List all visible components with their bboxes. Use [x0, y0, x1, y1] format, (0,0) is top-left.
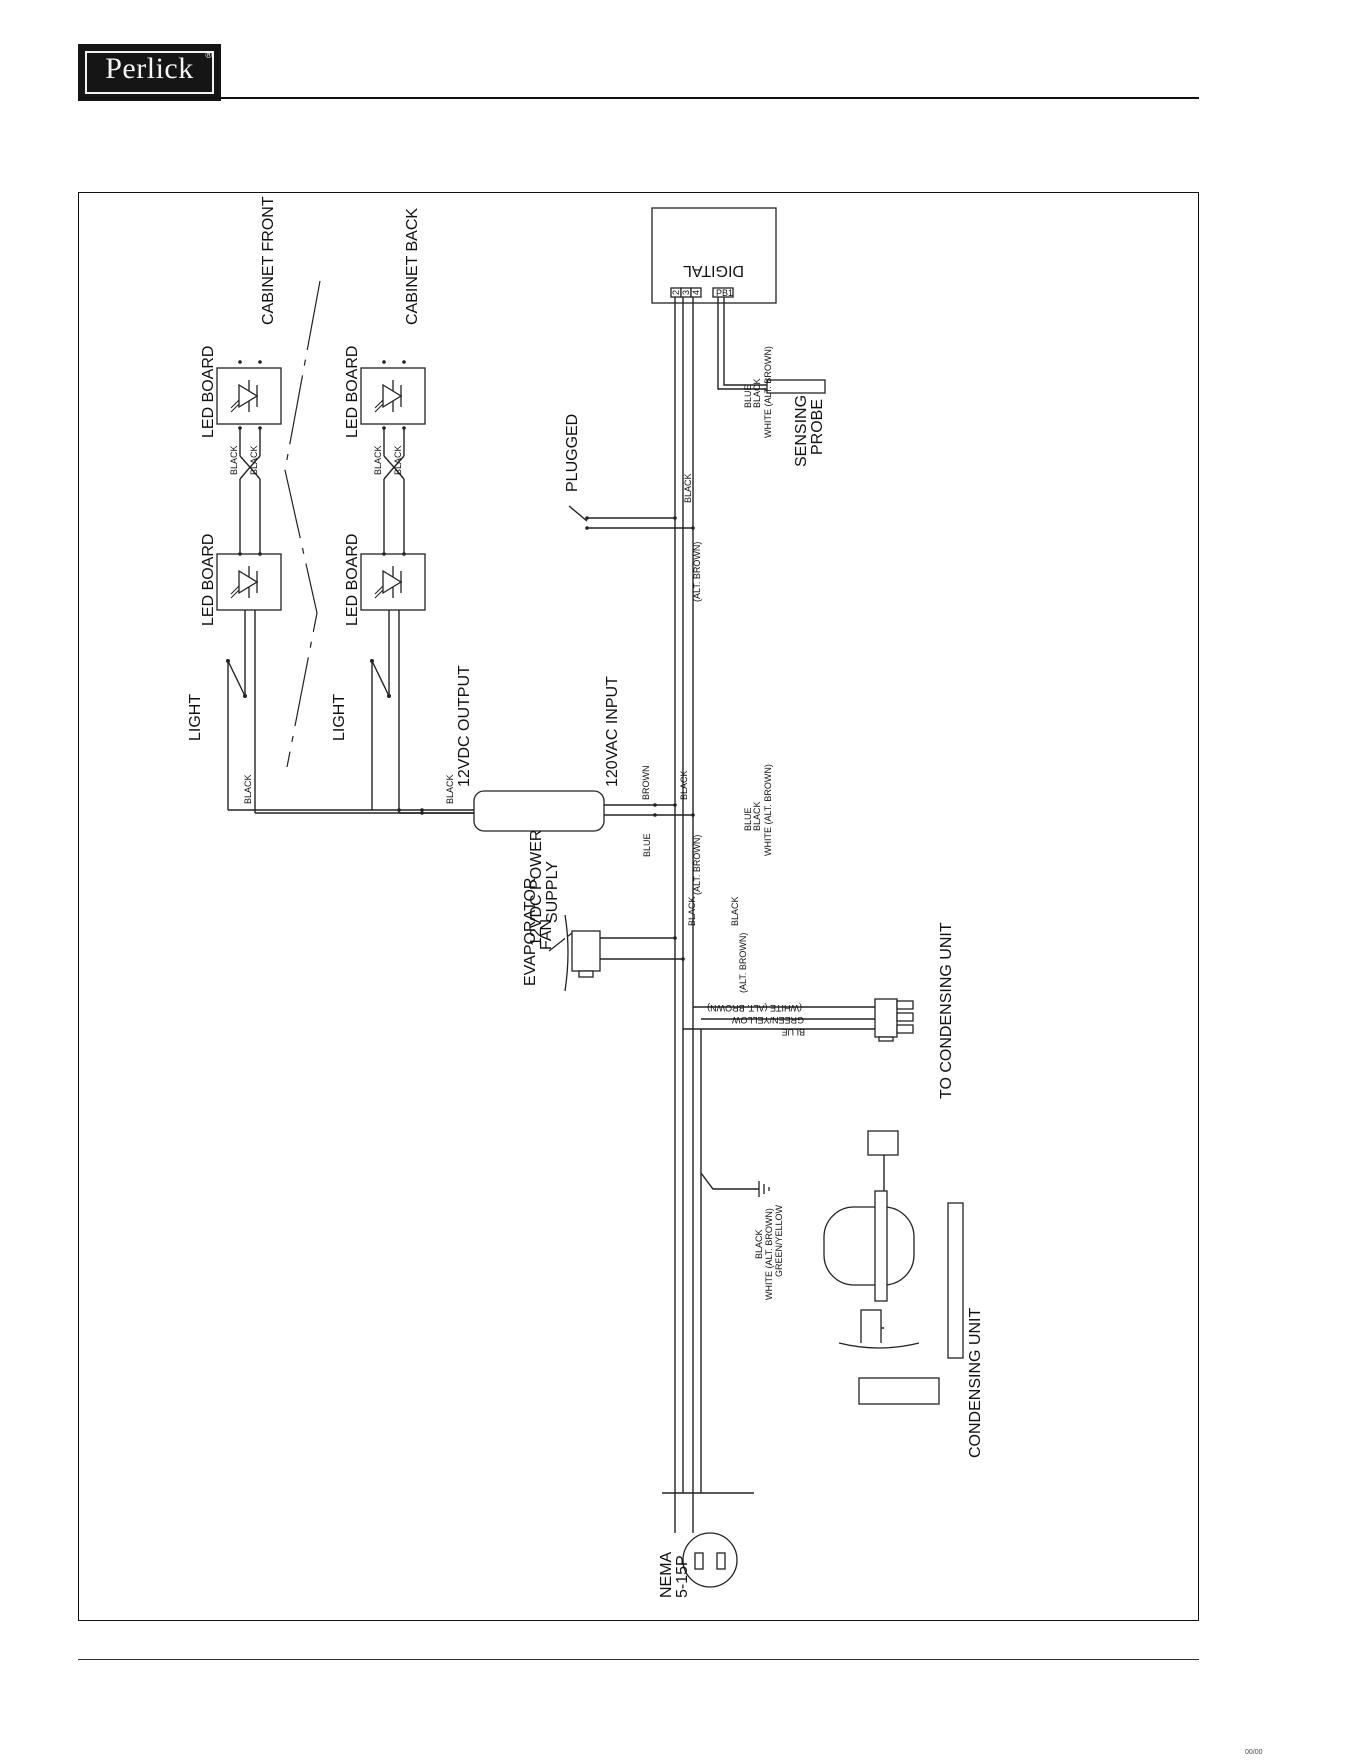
wire-label-alt-brown-ac-in: (ALT. BROWN) — [692, 835, 702, 895]
label-terminal-4: 4 — [691, 290, 701, 295]
label-terminal-3: 3 — [681, 290, 691, 295]
label-terminal-2: 2 — [671, 290, 681, 295]
page-reference: 00/00 — [1245, 1749, 1263, 1756]
led-interconnect-wires — [238, 360, 406, 556]
wire-label-black-fan-2: BLACK — [730, 896, 740, 926]
label-nema-type: 5-15P — [674, 1555, 691, 1598]
label-pb1: PB1 — [716, 288, 733, 298]
label-120vac-input: 120VAC INPUT — [604, 676, 621, 787]
power-supply-box — [473, 790, 605, 832]
wire-label-greenyellow-cord: GREEN/YELLOW — [774, 1204, 784, 1277]
label-digital: DIGITAL — [683, 262, 744, 279]
logo-wordmark: Perlick — [105, 52, 194, 85]
wire-label-black-ac-in: BLACK — [679, 770, 689, 800]
wire-label-greenyellow-condensing: GREEN/YELLOW — [731, 1015, 804, 1025]
label-plugged: PLUGGED — [564, 414, 581, 492]
label-evaporator: EVAPORATOR — [522, 878, 539, 986]
plugged-outlet — [568, 505, 695, 530]
wire-label-white-main-2: WHITE (ALT. BROWN) — [763, 764, 773, 856]
label-probe: PROBE — [809, 399, 826, 455]
wire-label-black-led-front-2: BLACK — [249, 445, 259, 475]
wire-label-black-led-back-2: BLACK — [393, 445, 403, 475]
sensing-probe-body — [766, 379, 826, 394]
ac-input-wires — [604, 803, 669, 817]
light-switch-back — [370, 610, 400, 813]
label-nema: NEMA — [658, 1551, 675, 1598]
label-led-board-front-1: LED BOARD — [200, 534, 217, 626]
led-board-front-1 — [216, 553, 282, 611]
wire-label-alt-brown-fan: (ALT. BROWN) — [738, 933, 748, 993]
wire-label-white-cord: WHITE (ALT. BROWN) — [764, 1208, 774, 1300]
condensing-unit-drawing — [823, 1130, 964, 1405]
label-led-board-back-1: LED BOARD — [344, 534, 361, 626]
main-bus — [669, 324, 702, 1493]
led-board-back-2 — [360, 367, 426, 425]
wire-label-blue-main-2: BLUE — [743, 807, 753, 831]
nema-plug — [662, 1492, 754, 1588]
wire-label-brown-ac-in: BROWN — [641, 766, 651, 801]
label-cabinet-front: CABINET FRONT — [260, 196, 277, 325]
label-power-supply-1: 12VDC POWER — [528, 830, 545, 946]
wire-label-black-dc-out: BLACK — [445, 774, 455, 804]
label-cabinet-back: CABINET BACK — [404, 208, 421, 325]
label-light-back: LIGHT — [331, 694, 348, 741]
header-rule — [78, 97, 1199, 99]
to-condensing-unit-connector — [683, 998, 914, 1042]
logo-registered-mark: ® — [205, 50, 212, 60]
wiring-diagram-svg: CABINET FRONT CABINET BACK LED BOARD LED… — [187, 196, 984, 1598]
wire-label-alt-brown-plugged: (ALT. BROWN) — [692, 542, 702, 602]
wire-label-white-condensing: (WHITE (ALT. BROWN) — [707, 1003, 802, 1013]
label-12vdc-output: 12VDC OUTPUT — [456, 665, 473, 787]
wire-label-blue-condensing: BLUE — [781, 1027, 805, 1037]
label-condensing-unit: CONDENSING UNIT — [967, 1308, 984, 1458]
wire-label-blue-main-1: BLUE — [743, 384, 753, 408]
wire-label-black-led-back-1: BLACK — [373, 445, 383, 475]
evaporator-fan — [548, 914, 685, 992]
light-switch-front — [226, 610, 256, 813]
label-power-supply-2: SUPPLY — [544, 861, 561, 923]
label-led-board-back-2: LED BOARD — [344, 346, 361, 438]
digital-controller — [651, 207, 777, 390]
label-sensing: SENSING — [793, 395, 810, 467]
ground-symbol — [700, 1172, 770, 1197]
wire-label-black-cord: BLACK — [754, 1229, 764, 1259]
wire-label-black-main-2: BLACK — [752, 801, 762, 831]
led-board-back-1 — [360, 553, 426, 611]
perlick-logo: Perlick ® — [78, 44, 221, 101]
label-led-board-front-2: LED BOARD — [200, 346, 217, 438]
led-board-front-2 — [216, 367, 282, 425]
wire-label-blue-ac-in: BLUE — [642, 833, 652, 857]
logo-border — [85, 51, 214, 94]
wire-label-black-front-feed: BLACK — [243, 774, 253, 804]
cabinet-divider-line — [284, 280, 321, 768]
wire-label-black-plugged: BLACK — [683, 473, 693, 503]
wire-label-black-fan-1: BLACK — [687, 896, 697, 926]
label-fan: FAN — [538, 919, 555, 950]
wiring-diagram: CABINET FRONT CABINET BACK LED BOARD LED… — [78, 192, 1199, 1621]
label-to-condensing-unit: TO CONDENSING UNIT — [938, 922, 955, 1099]
footer-rule — [78, 1659, 1199, 1660]
wire-label-black-led-front-1: BLACK — [229, 445, 239, 475]
label-light-front: LIGHT — [187, 694, 204, 741]
dc-output-bus — [228, 808, 474, 815]
wire-label-white-main-1: WHITE (ALT. BROWN) — [763, 346, 773, 438]
wire-label-black-main-1: BLACK — [752, 378, 762, 408]
